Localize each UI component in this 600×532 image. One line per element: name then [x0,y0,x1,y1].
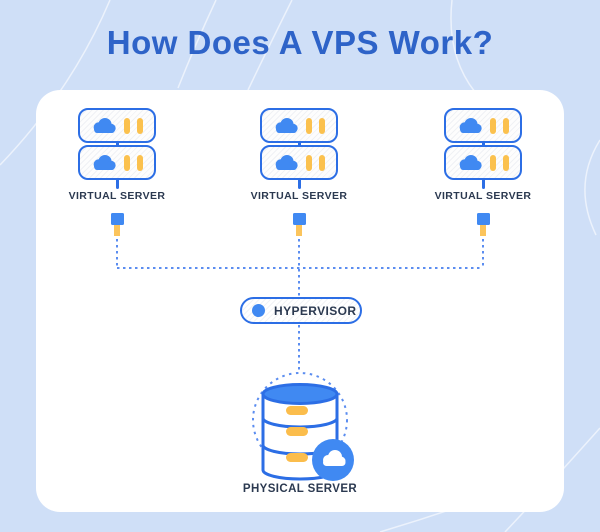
server-unit [260,145,338,180]
virtual-server-group-1: VIRTUAL SERVER [57,108,177,236]
virtual-server-icon [444,108,522,189]
plug-connector-icon [110,213,124,236]
virtual-server-icon [260,108,338,189]
cloud-icon [459,117,482,134]
virtual-server-label: VIRTUAL SERVER [434,190,532,202]
server-slots [490,154,509,171]
cloud-icon [459,154,482,171]
physical-server-label: PHYSICAL SERVER [242,483,358,495]
server-unit [260,108,338,143]
server-unit [444,145,522,180]
server-unit [444,108,522,143]
cloud-icon [275,117,298,134]
virtual-server-group-3: VIRTUAL SERVER [423,108,543,236]
server-slots [490,117,509,134]
physical-server-icon [252,372,354,481]
server-slots [306,154,325,171]
plug-connector-icon [292,213,306,236]
plug-connector-icon [476,213,490,236]
cloud-icon [275,154,298,171]
server-slots [306,117,325,134]
virtual-server-icon [78,108,156,189]
cloud-badge-icon [312,439,354,481]
server-slots [124,154,143,171]
dotted-ring [252,372,348,468]
page-title: How Does A VPS Work? [106,24,494,61]
virtual-server-label: VIRTUAL SERVER [68,190,166,202]
hypervisor-badge: HYPERVISOR [240,297,362,324]
hypervisor-label: HYPERVISOR [274,303,357,318]
virtual-server-label: VIRTUAL SERVER [250,190,348,202]
virtual-server-group-2: VIRTUAL SERVER [239,108,359,236]
server-unit [78,145,156,180]
cloud-icon [93,154,116,171]
hypervisor-dot-icon [252,304,265,317]
server-unit [78,108,156,143]
cloud-icon [93,117,116,134]
server-slots [124,117,143,134]
